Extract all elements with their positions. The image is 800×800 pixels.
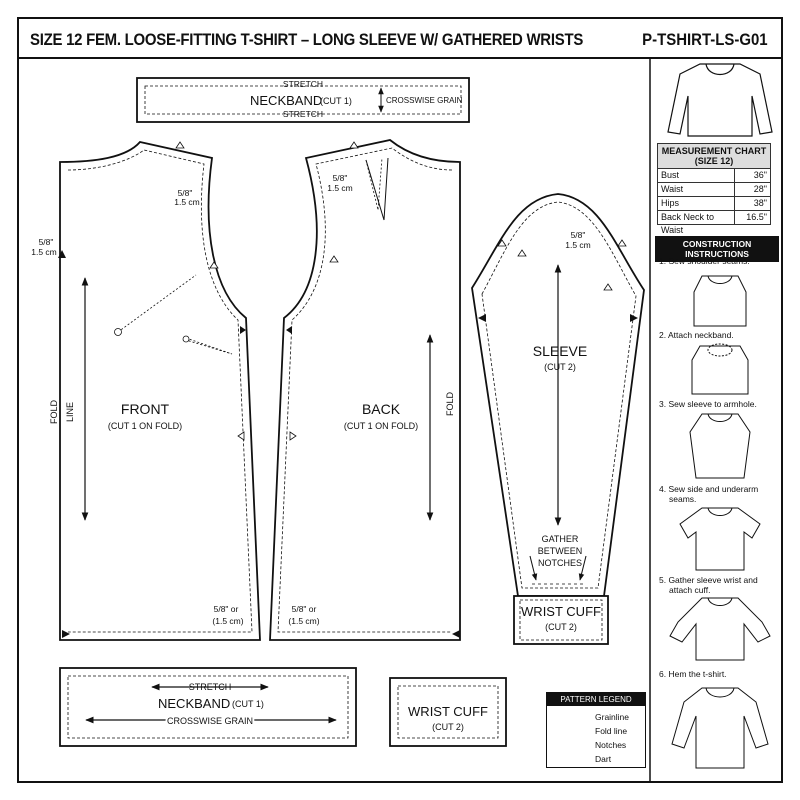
front-fold-label: FOLD [49, 400, 59, 425]
step1-bodice-icon [693, 275, 747, 327]
step-text: 3. Sew sleeve to armhole. [659, 399, 757, 409]
instructions-title: CONSTRUCTION INSTRUCTIONS [655, 236, 779, 262]
step-text: 5. Gather sleeve wrist and [659, 575, 758, 585]
neckband-top-stretch-upper: STRETCH [283, 79, 323, 89]
measurement-chart: MEASUREMENT CHART (SIZE 12) Bust 36" Wai… [657, 143, 771, 235]
neckband-bottom-cut: (CUT 1) [232, 699, 264, 709]
legend-item-notches: Notches [595, 740, 627, 750]
neckband-bottom-piece [59, 667, 357, 747]
cuff-separate-cut: (CUT 2) [432, 722, 464, 732]
neckband-bottom-stretch: STRETCH [189, 682, 232, 692]
legend-item-fold-line: Fold line [595, 726, 628, 736]
legend-item-grainline: Grainline [595, 712, 630, 722]
measurement-label: Hips [658, 197, 735, 210]
instruction-step-1: 1. Sew shoulder seams. [659, 256, 750, 266]
neckband-top-cut: (CUT 1) [320, 96, 352, 106]
sleeve-cut-instruction: (CUT 2) [544, 362, 576, 372]
front-cut-instruction: (CUT 1 ON FOLD) [108, 421, 182, 431]
back-piece [269, 139, 461, 641]
measurement-row: Hips 38" [658, 197, 770, 211]
sleeve-title: SLEEVE [533, 343, 587, 359]
measurement-label: Back Neck to Waist [658, 211, 735, 235]
step-text: 4. Sew side and underarm [659, 484, 759, 494]
legend-item-dart: Dart [595, 754, 612, 764]
sleeve-gather-line3: NOTCHES [538, 558, 582, 568]
front-title: FRONT [121, 401, 170, 417]
back-title: BACK [362, 401, 401, 417]
instruction-step-3: 3. Sew sleeve to armhole. [659, 399, 757, 409]
back-cut-instruction: (CUT 1 ON FOLD) [344, 421, 418, 431]
step-text: 2. Attach neckband. [659, 330, 734, 340]
front-sa-hem-cm: (1.5 cm) [212, 616, 243, 626]
instruction-step-6: 6. Hem the t-shirt. [659, 669, 727, 679]
instruction-step-4: 4. Sew side and underarm seams. [659, 484, 758, 504]
measurement-value: 28" [753, 184, 767, 194]
instruction-step-5: 5. Gather sleeve wrist and attach cuff. [659, 575, 758, 595]
front-sa-hem-inch: 5/8" or [214, 604, 239, 614]
instruction-step-2: 2. Attach neckband. [659, 330, 734, 340]
front-line-label: LINE [65, 402, 75, 422]
pattern-legend: PATTERN LEGEND Grainline Fold line Notch… [546, 692, 646, 768]
front-sa-side-inch: 5/8" [39, 237, 54, 247]
neckband-bottom-name: NECKBAND [158, 696, 230, 711]
cuff-attached-title: WRIST CUFF [521, 604, 601, 619]
neckband-top-grain: CROSSWISE GRAIN [386, 96, 463, 105]
neckband-top-piece [136, 77, 470, 123]
sleeve-gather-line1: GATHER [542, 534, 579, 544]
legend-title: PATTERN LEGEND [547, 693, 645, 706]
sleeve-piece [471, 193, 645, 597]
step3-sleeve-icon [689, 413, 751, 479]
wrist-cuff-attached-piece [513, 595, 609, 645]
neckband-bottom-grain: CROSSWISE GRAIN [167, 716, 253, 726]
step-text: 1. Sew shoulder seams. [659, 256, 750, 266]
front-sa-side-cm: 1.5 cm [31, 247, 57, 257]
finished-shirt-illustration [667, 63, 773, 137]
measurement-row: Waist 28" [658, 183, 770, 197]
back-sa-hem-cm: (1.5 cm) [288, 616, 319, 626]
front-sa-neck-cm: 1.5 cm [174, 197, 200, 207]
step4-tshirt-icon [679, 507, 761, 571]
neckband-top-name: NECKBAND [250, 93, 322, 108]
step5-gathered-sleeve-icon [669, 597, 771, 661]
front-sa-neck-inch: 5/8" [178, 188, 193, 198]
sleeve-sa-cm: 1.5 cm [565, 240, 591, 250]
front-piece [58, 141, 261, 641]
measurement-chart-size: (SIZE 12) [694, 156, 734, 166]
measurement-label: Bust [658, 169, 735, 182]
cuff-separate-title: WRIST CUFF [408, 704, 488, 719]
neckband-top-stretch-lower: STRETCH [283, 109, 323, 119]
measurement-chart-title: MEASUREMENT CHART [661, 146, 767, 156]
back-sa-neck-cm: 1.5 cm [327, 183, 353, 193]
measurement-row: Back Neck to Waist 16.5" [658, 211, 770, 235]
step6-hemmed-shirt-icon [671, 687, 769, 769]
sleeve-sa-inch: 5/8" [571, 230, 586, 240]
sleeve-gather-line2: BETWEEN [538, 546, 583, 556]
back-sa-neck-inch: 5/8" [333, 173, 348, 183]
measurement-value: 38" [753, 198, 767, 208]
pattern-code: P-TSHIRT-LS-G01 [642, 30, 768, 49]
back-fold-label: FOLD [445, 392, 455, 417]
construction-instructions: CONSTRUCTION INSTRUCTIONS [655, 236, 779, 262]
step2-neckband-icon [691, 343, 749, 395]
measurement-value: 36" [753, 170, 767, 180]
step-text-cont: attach cuff. [669, 585, 711, 595]
wrist-cuff-separate-piece [389, 677, 507, 747]
cuff-attached-cut: (CUT 2) [545, 622, 577, 632]
measurement-label: Waist [658, 183, 735, 196]
step-text-cont: seams. [669, 494, 697, 504]
sheet-frame [17, 17, 783, 783]
step-text: 6. Hem the t-shirt. [659, 669, 727, 679]
pattern-title: SIZE 12 FEM. LOOSE-FITTING T-SHIRT – LON… [30, 30, 584, 49]
measurement-value: 16.5" [746, 212, 767, 222]
measurement-row: Bust 36" [658, 169, 770, 183]
back-sa-hem-inch: 5/8" or [292, 604, 317, 614]
